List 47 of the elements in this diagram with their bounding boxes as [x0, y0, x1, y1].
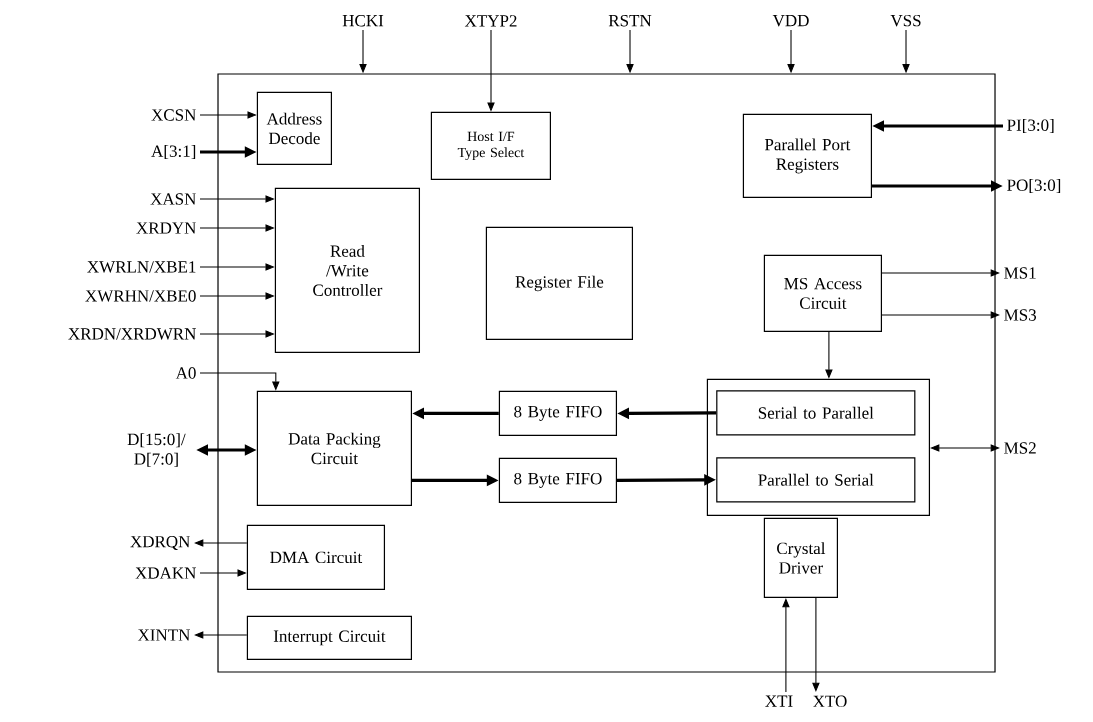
pin-label: VDD: [772, 15, 809, 27]
block-box: Parallel Port Registers: [742, 113, 872, 198]
pin-label: PO[3:0]: [1007, 178, 1061, 194]
pin-label: XRDN/XRDWRN: [68, 328, 196, 340]
arrow: [812, 597, 820, 692]
pin-label: XTI: [765, 695, 793, 707]
arrow: [782, 598, 790, 693]
pin-label: MS1: [1004, 267, 1036, 279]
block-box: Address Decode: [256, 91, 332, 165]
block-box: Data Packing Circuit: [256, 390, 412, 506]
arrow: [881, 311, 1000, 319]
pin-label: VSS: [890, 14, 921, 27]
block-box: Serial to Parallel: [716, 390, 916, 436]
pin-label: MS2: [1004, 442, 1036, 454]
block-box: Interrupt Circuit: [246, 615, 412, 660]
block-box: DMA Circuit: [246, 524, 386, 590]
pin-label: XASN: [150, 193, 196, 205]
block-box: Parallel to Serial: [716, 457, 916, 503]
block-box: Read /Write Controller: [274, 187, 420, 353]
pin-label: PI[3:0]: [1007, 118, 1054, 134]
arrow: [881, 269, 1000, 277]
block-box: 8 Byte FIFO: [498, 457, 617, 503]
pin-label: XTO: [813, 695, 847, 708]
pin-label: HCKI: [342, 15, 384, 27]
arrow: [930, 444, 1000, 452]
pin-label: A[3:1]: [151, 144, 196, 160]
arrow: [194, 539, 248, 547]
block-box: Register File: [485, 226, 633, 340]
pin-label: XWRHN/XBE0: [85, 290, 196, 302]
arrow: [194, 631, 248, 639]
pin-label: XCSN: [151, 109, 196, 121]
block-box: 8 Byte FIFO: [498, 390, 617, 436]
pin-label: XDRQN: [130, 536, 190, 550]
pin-label: XDAKN: [135, 567, 196, 579]
pin-label: D[15:0]/ D[7:0]: [127, 433, 186, 467]
chip-outline: [217, 73, 996, 673]
block-box: Crystal Driver: [763, 517, 838, 598]
block-box: MS Access Circuit: [763, 254, 882, 332]
group-box: [706, 378, 930, 516]
pin-label: XRDYN: [136, 222, 196, 234]
pin-label: A0: [175, 367, 196, 379]
pin-label: XTYP2: [464, 15, 517, 27]
pin-label: XINTN: [137, 629, 190, 641]
pin-label: MS3: [1004, 309, 1036, 321]
pin-label: RSTN: [608, 15, 652, 27]
pin-label: XWRLN/XBE1: [87, 261, 196, 273]
block-box: Host I/F Type Select: [430, 111, 551, 180]
